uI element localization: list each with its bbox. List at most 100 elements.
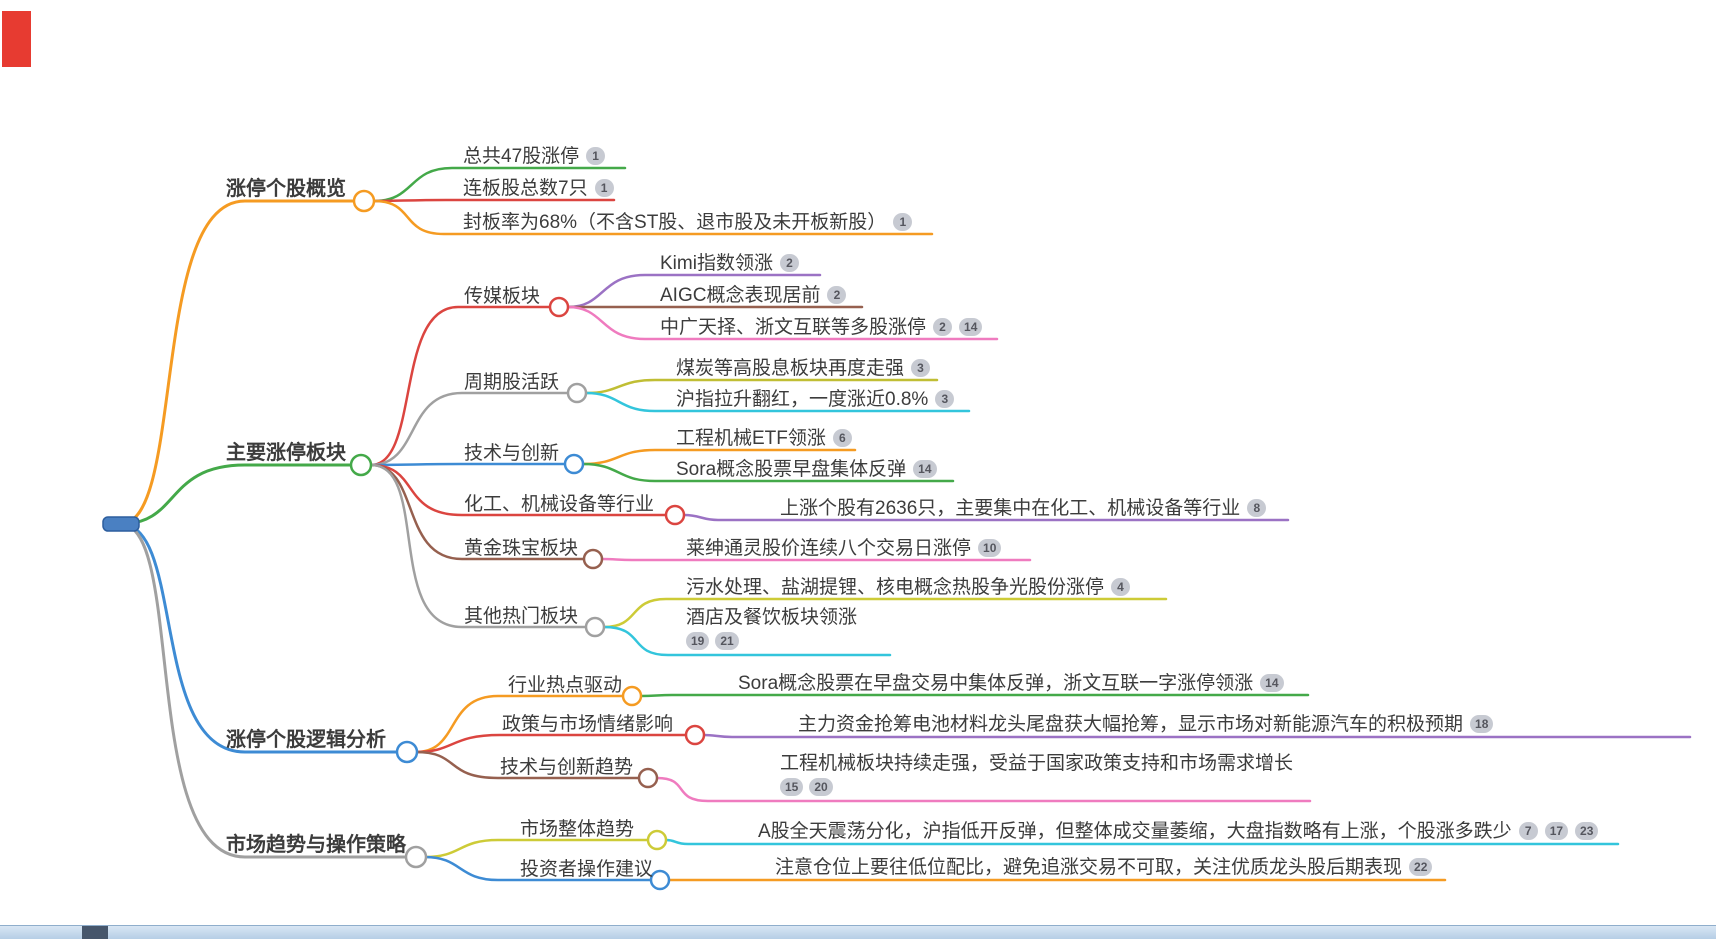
node-tech-innovation[interactable]: 技术与创新	[464, 443, 560, 464]
branch-overview	[119, 199, 356, 526]
junction-cyclical[interactable]	[566, 382, 588, 404]
branch-sectors	[119, 463, 353, 526]
node-policy-sentiment[interactable]: 政策与市场情绪影响	[502, 714, 674, 735]
branch-strategy	[119, 522, 408, 859]
wire-hotspot	[414, 694, 624, 754]
marker-badge: 14	[1260, 674, 1284, 692]
node-overall-market-trend[interactable]: 市场整体趋势	[520, 819, 635, 840]
leaf-battery-capital[interactable]: 主力资金抢筹电池材料龙头尾盘获大幅抢筹，显示市场对新能源汽车的积极预期 18	[798, 713, 1494, 737]
marker-badge: 2	[933, 318, 953, 336]
junction-others[interactable]	[584, 616, 606, 638]
wire-battery	[702, 733, 1692, 739]
leaf-text: 酒店及餐饮板块领涨	[686, 607, 858, 628]
wire-total47	[372, 166, 627, 203]
wire-media	[369, 305, 551, 467]
marker-badge: 3	[911, 359, 931, 377]
marker-badge: 7	[1518, 822, 1538, 840]
marker-badge: 10	[978, 539, 1002, 557]
leaf-shanghai-index-rebound[interactable]: 沪指拉升翻红，一度涨近0.8%3	[676, 388, 955, 412]
node-cyclical-stocks[interactable]: 周期股活跃	[464, 372, 560, 393]
taskbar-icon-fragment[interactable]	[82, 926, 108, 939]
junction-policy[interactable]	[684, 724, 706, 746]
junction-advice[interactable]	[649, 869, 671, 891]
wire-hotel	[602, 625, 892, 657]
node-chemical-machinery[interactable]: 化工、机械设备等行业	[464, 494, 655, 515]
marker-badge: 17	[1544, 822, 1569, 840]
wire-techtrend	[414, 750, 640, 780]
leaf-text: 注意仓位上要往低位配比，避免追涨交易不可取，关注优质龙头股后期表现	[775, 857, 1403, 878]
junction-tech[interactable]	[563, 453, 585, 475]
leaf-coal-dividend[interactable]: 煤炭等高股息板块再度走强 3	[676, 357, 931, 381]
junction-hotspot[interactable]	[621, 685, 643, 707]
marker-badge: 20	[809, 778, 833, 796]
wire-multi	[566, 305, 999, 341]
topic-limit-up-overview[interactable]: 涨停个股概览	[226, 178, 346, 200]
marker-badge: 8	[1247, 499, 1267, 517]
node-gold-jewelry[interactable]: 黄金珠宝板块	[464, 538, 579, 559]
topic-limit-up-logic-analysis[interactable]: 涨停个股逻辑分析	[226, 729, 386, 751]
leaf-text: 沪指拉升翻红，一度涨近0.8%	[676, 389, 929, 410]
wire-cyclical	[369, 391, 570, 467]
junction-market[interactable]	[646, 829, 668, 851]
topic-main-limit-up-sectors[interactable]: 主要涨停板块	[226, 442, 346, 464]
node-media-sector[interactable]: 传媒板块	[464, 286, 541, 307]
wire-shindex	[584, 391, 971, 413]
junction-logic[interactable]	[395, 740, 419, 764]
junction-gold[interactable]	[582, 548, 604, 570]
wire-sora	[581, 462, 955, 483]
branch-logic	[119, 522, 399, 754]
node-investor-advice[interactable]: 投资者操作建议	[520, 859, 654, 880]
leaf-text: 主力资金抢筹电池材料龙头尾盘获大幅抢筹，显示市场对新能源汽车的积极预期	[798, 714, 1464, 735]
marker-badge: 22	[1409, 858, 1433, 876]
marker-badge: 23	[1575, 822, 1599, 840]
junction-strategy[interactable]	[404, 845, 428, 869]
leaf-text: 污水处理、盐湖提锂、核电概念热股争光股份涨停	[686, 577, 1105, 598]
junction-overview[interactable]	[352, 189, 376, 213]
topic-market-trend-strategy[interactable]: 市场趋势与操作策略	[226, 834, 406, 856]
leaf-text: 煤炭等高股息板块再度走强	[676, 358, 905, 379]
junction-media[interactable]	[548, 296, 570, 318]
wire-kimi	[566, 273, 822, 309]
marker-badge: 21	[715, 632, 739, 650]
corner-red-block	[2, 11, 31, 67]
leaf-text: 工程机械ETF领涨	[676, 428, 826, 449]
marker-badge: 1	[594, 179, 614, 197]
taskbar-strip[interactable]	[0, 925, 1716, 939]
marker-badge: 18	[1470, 715, 1494, 733]
leaf-text: AIGC概念表现居前	[660, 285, 821, 306]
root-node[interactable]	[102, 516, 140, 532]
marker-badge: 1	[893, 213, 913, 231]
node-other-hot-sectors[interactable]: 其他热门板块	[464, 606, 579, 627]
leaf-streak-total-7[interactable]: 连板股总数7只 1	[463, 177, 614, 201]
leaf-text: Kimi指数领涨	[660, 253, 773, 274]
leaf-ashare-overview[interactable]: A股全天震荡分化，沪指低开反弹，但整体成交量萎缩，大盘指数略有上涨，个股涨多跌少…	[758, 820, 1599, 844]
marker-badge: 4	[1111, 578, 1131, 596]
junction-techtrend[interactable]	[637, 767, 659, 789]
leaf-sealing-rate-68[interactable]: 封板率为68%（不含ST股、退市股及未开板新股） 1	[463, 211, 913, 235]
junction-chemical[interactable]	[664, 504, 686, 526]
marker-badge: 15	[780, 778, 804, 796]
wire-machinery	[655, 776, 1312, 803]
leaf-position-advice[interactable]: 注意仓位上要往低位配比，避免追涨交易不可取，关注优质龙头股后期表现 22	[775, 856, 1433, 880]
node-tech-trend[interactable]: 技术与创新趋势	[500, 757, 634, 778]
leaf-text: 总共47股涨停	[463, 146, 580, 167]
junction-sectors[interactable]	[349, 453, 373, 477]
node-industry-hotspot[interactable]: 行业热点驱动	[508, 675, 623, 696]
leaf-sewage-lithium-nuclear[interactable]: 污水处理、盐湖提锂、核电概念热股争光股份涨停 4	[686, 576, 1131, 600]
leaf-text: 连板股总数7只	[463, 178, 588, 199]
leaf-text: 封板率为68%（不含ST股、退市股及未开板新股）	[463, 212, 887, 233]
